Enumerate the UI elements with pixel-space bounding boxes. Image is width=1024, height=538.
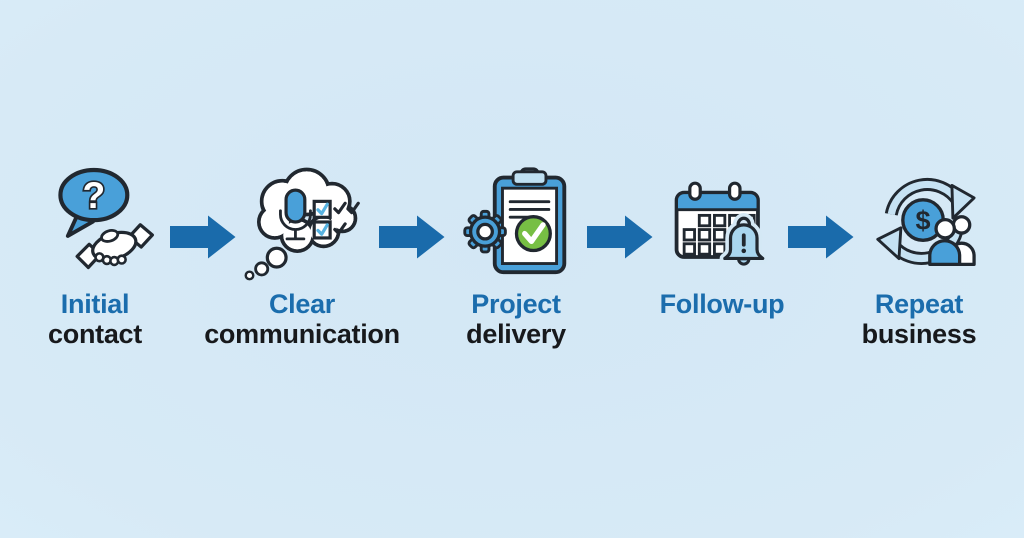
step-follow-up: Follow-up	[622, 163, 822, 373]
step-icon-slot	[622, 163, 822, 281]
right-arrow-icon	[379, 215, 445, 259]
step-label-primary: Project	[471, 289, 561, 319]
speech-bubble-question-handshake-icon: ?	[58, 167, 154, 270]
step-label-secondary: business	[861, 319, 977, 349]
step-label-primary: Initial	[60, 289, 130, 319]
step-icon-slot: ?	[0, 163, 195, 281]
step-label-primary: Clear	[268, 289, 336, 319]
cycle-dollar-people-icon: $	[876, 178, 976, 267]
step-clear-communication: Clear communication	[202, 163, 402, 373]
clipboard-gear-check-icon	[463, 167, 567, 275]
step-label-primary: Repeat	[874, 289, 964, 319]
right-arrow-icon	[170, 215, 236, 259]
step-label-secondary: communication	[204, 319, 400, 349]
thought-cloud-mic-checklist-icon	[244, 167, 360, 281]
step-icon-slot	[202, 163, 402, 281]
step-repeat-business: $ Repeat business	[819, 163, 1019, 373]
step-initial-contact: ? Initial contact	[0, 163, 195, 373]
step-icon-slot	[416, 163, 616, 281]
flow-arrow-3	[587, 214, 654, 260]
calendar-bell-icon	[674, 181, 768, 269]
flow-arrow-4	[788, 214, 855, 260]
flow-arrow-2	[379, 214, 446, 260]
step-label-secondary: contact	[48, 319, 142, 349]
step-label-primary: Follow-up	[659, 289, 785, 319]
right-arrow-icon	[587, 215, 653, 259]
step-icon-slot: $	[819, 163, 1019, 281]
step-label-secondary: delivery	[466, 319, 566, 349]
svg-text:?: ?	[83, 174, 106, 216]
right-arrow-icon	[788, 215, 854, 259]
flow-arrow-1	[170, 214, 237, 260]
svg-text:$: $	[916, 206, 931, 236]
step-project-delivery: Project delivery	[416, 163, 616, 373]
